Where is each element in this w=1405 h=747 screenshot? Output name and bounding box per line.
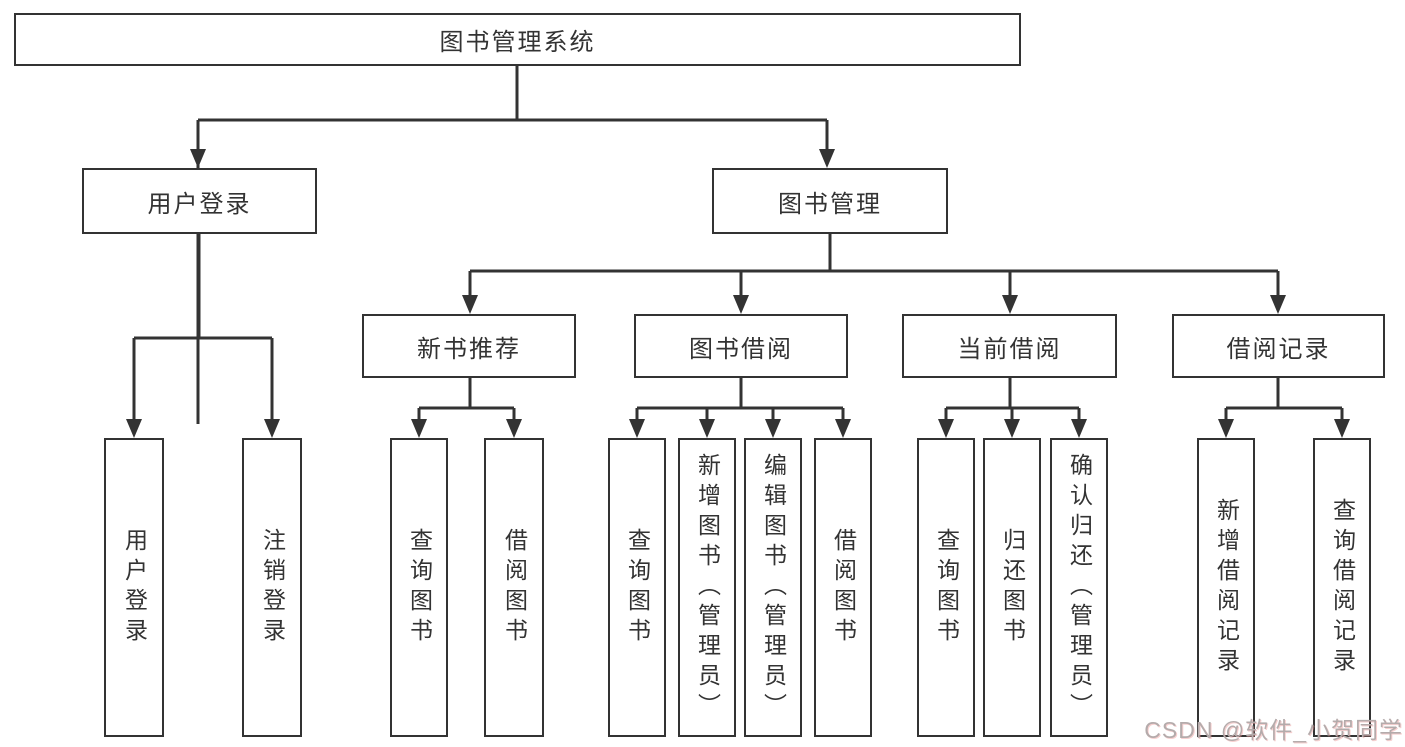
node-new-book-recommend: 新书推荐 — [362, 314, 576, 378]
leaf-return-books: 归还图书 — [983, 438, 1041, 737]
leaf-label: 查询借阅记录 — [1329, 497, 1356, 678]
node-user-login: 用户登录 — [82, 168, 317, 234]
node-book-borrowing: 图书借阅 — [634, 314, 848, 378]
leaf-confirm-return-admin: 确认归还（管理员） — [1050, 438, 1108, 737]
node-label: 图书管理系统 — [439, 29, 596, 56]
leaf-label: 新增图书（管理员） — [694, 452, 721, 723]
leaf-query-borrow-record: 查询借阅记录 — [1313, 438, 1371, 737]
leaf-add-books-admin: 新增图书（管理员） — [678, 438, 736, 737]
node-book-management: 图书管理 — [712, 168, 948, 234]
leaf-label: 编辑图书（管理员） — [760, 452, 787, 723]
leaf-label: 查询图书 — [933, 527, 960, 648]
leaf-label: 用户登录 — [121, 527, 148, 648]
leaf-label: 注销登录 — [259, 527, 286, 648]
leaf-label: 新增借阅记录 — [1213, 497, 1240, 678]
node-label: 图书管理 — [778, 190, 882, 218]
node-borrowing-records: 借阅记录 — [1172, 314, 1385, 378]
leaf-query-books-current: 查询图书 — [917, 438, 975, 737]
leaf-borrow-books-borrowing: 借阅图书 — [814, 438, 872, 737]
leaf-edit-books-admin: 编辑图书（管理员） — [744, 438, 802, 737]
node-label: 借阅记录 — [1226, 335, 1331, 363]
leaf-label: 查询图书 — [624, 527, 651, 648]
leaf-logout: 注销登录 — [242, 438, 302, 737]
csdn-watermark: CSDN @软件_小贺同学 — [1144, 717, 1403, 743]
leaf-add-borrow-record: 新增借阅记录 — [1197, 438, 1255, 737]
leaf-borrow-books-recommend: 借阅图书 — [484, 438, 544, 737]
leaf-label: 借阅图书 — [830, 527, 857, 648]
leaf-label: 确认归还（管理员） — [1066, 452, 1093, 723]
node-label: 当前借阅 — [957, 335, 1062, 363]
node-library-management-system: 图书管理系统 — [14, 13, 1021, 66]
node-label: 用户登录 — [147, 190, 252, 218]
leaf-query-books-recommend: 查询图书 — [390, 438, 448, 737]
node-current-borrowing: 当前借阅 — [902, 314, 1117, 378]
node-label: 新书推荐 — [417, 335, 521, 363]
leaf-query-books-borrowing: 查询图书 — [608, 438, 666, 737]
node-label: 图书借阅 — [689, 335, 793, 363]
leaf-label: 查询图书 — [406, 527, 433, 648]
leaf-label: 借阅图书 — [501, 527, 528, 648]
leaf-user-login: 用户登录 — [104, 438, 164, 737]
leaf-label: 归还图书 — [999, 527, 1026, 648]
